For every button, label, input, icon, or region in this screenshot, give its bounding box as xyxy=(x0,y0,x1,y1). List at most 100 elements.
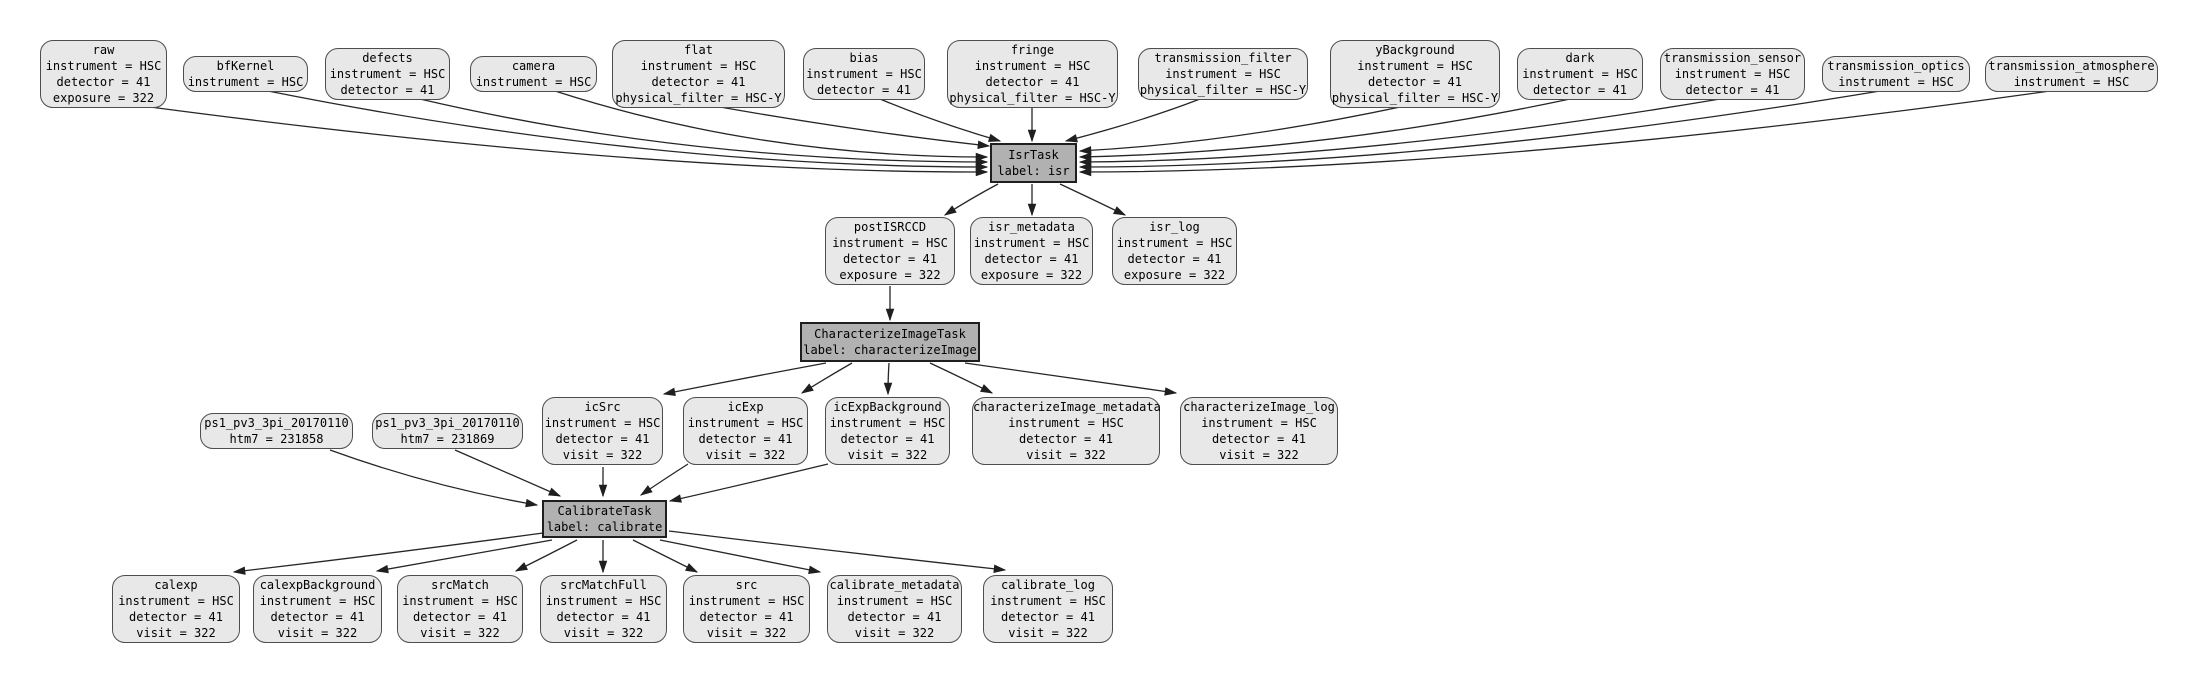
node-attr: detector = 41 xyxy=(413,610,507,624)
edge-camera-to-IsrTask xyxy=(554,90,989,162)
node-attr: instrument = HSC xyxy=(832,236,948,250)
edge-transmission_atmosphere-to-IsrTask xyxy=(1078,90,2051,177)
node-title: ps1_pv3_3pi_20170110 xyxy=(204,416,349,430)
node-attr: instrument = HSC xyxy=(1008,416,1124,430)
node-attr: detector = 41 xyxy=(1127,252,1222,266)
node-attr: detector = 41 xyxy=(698,432,793,446)
node-attr: detector = 41 xyxy=(817,83,911,97)
edge-bfKernel-to-IsrTask xyxy=(267,90,989,172)
edge-CalibrateTask-to-calexpBackground xyxy=(375,539,553,574)
node-title: calibrate_log xyxy=(1001,578,1095,592)
node-title: calibrate_metadata xyxy=(829,578,960,592)
node-title: srcMatch xyxy=(431,578,489,592)
edge-CalibrateTask-to-calibrate_log xyxy=(668,530,1007,574)
node-attr: instrument = HSC xyxy=(1838,75,1954,89)
node-attr: detector = 41 xyxy=(1368,75,1462,89)
dataset-node-ps1_pv3_3pi_20170110_231869: ps1_pv3_3pi_20170110 htm7 = 231869 xyxy=(372,413,523,449)
node-attr: instrument = HSC xyxy=(544,416,661,430)
node-attr: instrument = HSC xyxy=(1201,416,1317,430)
node-title: calexp xyxy=(154,578,198,592)
node-title: flat xyxy=(684,43,713,57)
node-attr: instrument = HSC xyxy=(829,416,946,430)
edge-CharacterizeImageTask-to-icSrc xyxy=(662,362,827,396)
edge-CharacterizeImageTask-to-icExp xyxy=(800,362,853,394)
node-attr: visit = 322 xyxy=(854,626,935,640)
node-attr: htm7 = 231869 xyxy=(400,432,495,446)
node-attr: instrument = HSC xyxy=(974,59,1091,73)
node-attr: detector = 41 xyxy=(847,610,942,624)
node-attr: exposure = 322 xyxy=(980,268,1083,282)
node-attr: detector = 41 xyxy=(985,75,1080,89)
node-title: ps1_pv3_3pi_20170110 xyxy=(375,416,520,430)
edge-transmission_filter-to-IsrTask xyxy=(1064,98,1201,143)
node-attr: detector = 41 xyxy=(556,610,651,624)
node-attr: instrument = HSC xyxy=(1116,236,1233,250)
node-attr: exposure = 322 xyxy=(52,91,155,105)
edge-ps1_pv3_3pi_20170110_231858-to-CalibrateTask xyxy=(329,449,539,508)
node-title: transmission_atmosphere xyxy=(1988,59,2155,73)
edge-dark-to-IsrTask xyxy=(1078,98,1571,162)
node-attr: instrument = HSC xyxy=(545,594,662,608)
node-title: icSrc xyxy=(584,400,621,414)
node-attr: detector = 41 xyxy=(840,432,935,446)
edge-yBackground-to-IsrTask xyxy=(1078,106,1401,155)
node-title: srcMatchFull xyxy=(560,578,647,592)
edge-transmission_optics-to-IsrTask xyxy=(1078,90,1881,172)
node-attr: detector = 41 xyxy=(555,432,650,446)
node-attr: physical_filter = HSC-Y xyxy=(615,91,782,105)
node-attr: instrument = HSC xyxy=(118,594,234,608)
edge-CalibrateTask-to-srcMatch xyxy=(514,539,578,572)
node-attr: instrument = HSC xyxy=(806,67,922,81)
edge-icExp-to-CalibrateTask xyxy=(639,463,689,496)
node-title: characterizeImage_log xyxy=(1183,400,1335,414)
node-attr: instrument = HSC xyxy=(475,75,592,89)
node-attr: detector = 41 xyxy=(699,610,794,624)
dataset-node-defects: defects instrument = HSC detector = 41 xyxy=(325,48,450,100)
node-attr: instrument = HSC xyxy=(402,594,518,608)
node-title: raw xyxy=(92,43,115,57)
node-title: calexpBackground xyxy=(259,578,376,592)
node-attr: detector = 41 xyxy=(651,75,746,89)
node-title: src xyxy=(735,578,758,592)
node-attr: physical_filter = HSC-Y xyxy=(1139,83,1307,97)
node-attr: instrument = HSC xyxy=(329,67,446,81)
node-title: isr_log xyxy=(1149,220,1200,234)
node-attr: detector = 41 xyxy=(1533,83,1627,97)
node-attr: detector = 41 xyxy=(1001,610,1095,624)
node-attr: instrument = HSC xyxy=(973,236,1090,250)
node-attr: visit = 322 xyxy=(420,626,500,640)
node-attr: instrument = HSC xyxy=(1522,67,1638,81)
dataset-node-srcMatchFull: srcMatchFull instrument = HSC detector = 4… xyxy=(540,575,667,643)
node-attr: instrument = HSC xyxy=(1165,67,1281,81)
node-attr: physical_filter = HSC-Y xyxy=(1331,91,1499,105)
node-title: postISRCCD xyxy=(853,220,927,234)
node-attr: detector = 41 xyxy=(340,83,435,97)
node-attr: detector = 41 xyxy=(843,252,937,266)
node-attr: instrument = HSC xyxy=(45,59,162,73)
node-title: icExp xyxy=(727,400,764,414)
node-attr: instrument = HSC xyxy=(990,594,1106,608)
node-attr: instrument = HSC xyxy=(2013,75,2130,89)
node-attr: label: calibrate xyxy=(546,520,663,534)
node-title: isr_metadata xyxy=(988,220,1075,234)
node-title: defects xyxy=(362,51,413,65)
edge-CalibrateTask-to-calibrate_metadata xyxy=(659,539,822,574)
dataset-node-srcMatch: srcMatch instrument = HSC detector = 41 vis… xyxy=(397,575,523,643)
node-attr: instrument = HSC xyxy=(187,75,304,89)
node-attr: instrument = HSC xyxy=(1674,67,1791,81)
